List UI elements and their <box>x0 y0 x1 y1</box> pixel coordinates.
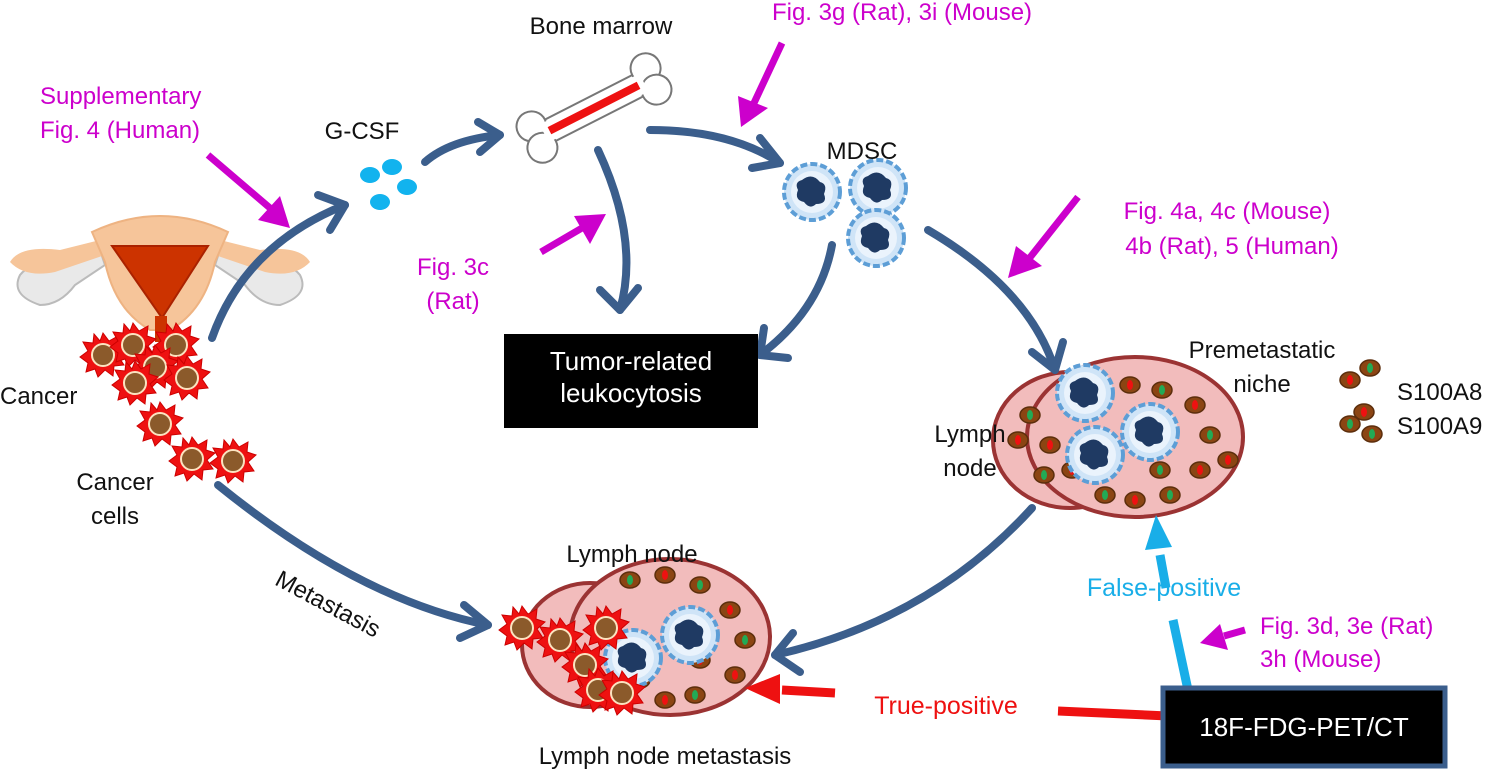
s100a8-label: S100A8 <box>1397 379 1482 406</box>
mdsc-cell-icon <box>660 605 720 665</box>
cancer-cells-label-line1: Cancer <box>76 469 153 496</box>
bone-icon <box>515 52 673 164</box>
arrow-bone-to-mdsc <box>646 126 784 167</box>
lymph-node-label-line2: node <box>943 455 996 482</box>
true-positive-label: True-positive <box>874 692 1018 720</box>
arrow-mdsc-to-leukocytosis <box>756 241 836 359</box>
cancer-cells-label-line2: cells <box>91 503 139 530</box>
ref-supplementary-line2: Fig. 4 (Human) <box>40 117 200 144</box>
mdsc-cell-icon <box>1065 425 1125 485</box>
leukocytosis-label-line2: leukocytosis <box>560 378 702 408</box>
lymph-node-metastatic-label: Lymph node <box>566 541 697 568</box>
arrow-cancer-to-gcsf <box>208 201 349 342</box>
cancer-cells-migrating <box>136 401 257 484</box>
bone-marrow-label: Bone marrow <box>530 13 673 40</box>
false-positive-label: False-positive <box>1087 574 1241 602</box>
ref-fig3c-line2: (Rat) <box>426 288 479 315</box>
mdsc-cell-icon <box>782 162 842 222</box>
mdsc-label: MDSC <box>827 138 898 165</box>
flow-arrows <box>208 118 1067 676</box>
premetastatic-label-line2: niche <box>1233 371 1290 398</box>
cancer-cell-icon <box>168 436 216 482</box>
s100-protein-icon <box>1339 359 1383 443</box>
uterus-icon <box>10 215 310 342</box>
arrow-premetastatic-to-metastatic <box>771 504 1036 659</box>
s100a9-label: S100A9 <box>1397 413 1482 440</box>
pet-ct-box <box>1160 685 1448 769</box>
mdsc-cell-icon <box>848 158 908 218</box>
lymph-node-metastasis-caption: Lymph node metastasis <box>539 743 792 770</box>
cancer-cell-icon <box>136 401 184 447</box>
ref-fig3d-line1: Fig. 3d, 3e (Rat) <box>1260 613 1433 640</box>
mdsc-cell-icon <box>846 208 906 268</box>
arrow-bone-to-leukocytosis <box>594 146 631 314</box>
arrow-metastasis <box>214 481 492 629</box>
cancer-cell-icon <box>209 438 257 484</box>
lymph-node-metastatic <box>498 557 772 717</box>
lymph-node-label-line1: Lymph <box>934 421 1005 448</box>
lymph-node-premetastatic <box>991 355 1245 519</box>
arrow-mdsc-to-lymph-node <box>924 226 1059 374</box>
pet-ct-label: 18F-FDG-PET/CT <box>1199 712 1409 742</box>
ref-fig4-line2: 4b (Rat), 5 (Human) <box>1125 233 1338 260</box>
gcsf-label: G-CSF <box>325 118 400 145</box>
metastasis-label: Metastasis <box>271 566 385 644</box>
mdsc-cell-icon <box>1055 363 1115 423</box>
ref-fig3d-line2: 3h (Mouse) <box>1260 646 1381 673</box>
mdsc-cell-icon <box>1120 402 1180 462</box>
ref-fig4-line1: Fig. 4a, 4c (Mouse) <box>1124 198 1331 225</box>
leukocytosis-label-line1: Tumor-related <box>550 346 712 376</box>
cancer-cluster-uterus <box>79 322 211 406</box>
gcsf-molecules-icon <box>360 159 417 210</box>
leukocytosis-box <box>504 334 758 428</box>
ref-fig3g: Fig. 3g (Rat), 3i (Mouse) <box>772 0 1032 26</box>
arrow-gcsf-to-bone <box>421 131 504 166</box>
mdsc-cluster <box>782 158 908 268</box>
cancer-label: Cancer <box>0 383 77 410</box>
outcome-arrows <box>745 515 1193 721</box>
reference-arrows <box>205 41 1246 650</box>
ref-supplementary-line1: Supplementary <box>40 83 201 110</box>
ref-fig3c-line1: Fig. 3c <box>417 254 489 281</box>
premetastatic-label-line1: Premetastatic <box>1189 337 1336 364</box>
